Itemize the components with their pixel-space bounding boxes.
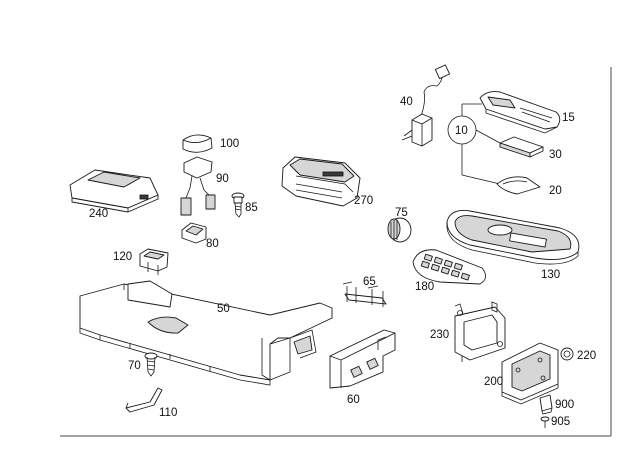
- part-900-drawing: [539, 394, 553, 415]
- part-130-drawing: [446, 210, 580, 265]
- label-270: 270: [354, 195, 373, 207]
- label-220: 220: [577, 350, 596, 362]
- part-220-drawing: [560, 347, 574, 361]
- label-70: 70: [128, 360, 141, 372]
- label-15: 15: [562, 112, 575, 124]
- part-120-drawing: [139, 248, 169, 275]
- part-60-drawing: [329, 329, 396, 389]
- part-50-drawing: [79, 280, 333, 386]
- keypad-keys: [420, 253, 470, 281]
- label-180: 180: [415, 281, 434, 293]
- part-80-drawing: [181, 222, 207, 244]
- part-30-drawing: [499, 136, 544, 158]
- part-200-drawing: [501, 342, 559, 405]
- label-110: 110: [159, 407, 177, 419]
- part-15-drawing: [479, 91, 561, 134]
- label-20: 20: [549, 185, 562, 197]
- part-65-drawing: [342, 281, 387, 307]
- label-905: 905: [551, 416, 570, 428]
- label-60: 60: [347, 394, 360, 406]
- part-270-drawing: [281, 156, 361, 207]
- part-85-drawing: [231, 192, 245, 218]
- label-90: 90: [216, 173, 229, 185]
- label-240: 240: [89, 208, 108, 220]
- part-90-drawing: [180, 156, 216, 216]
- part-75-drawing: [387, 217, 412, 243]
- label-100: 100: [220, 138, 239, 150]
- part-905-drawing: [540, 416, 550, 428]
- label-230: 230: [430, 329, 449, 341]
- label-30: 30: [549, 149, 562, 161]
- part-70-drawing: [144, 352, 158, 377]
- label-130: 130: [541, 269, 560, 281]
- part-100-drawing: [182, 134, 213, 153]
- label-900: 900: [555, 399, 574, 411]
- label-65: 65: [363, 276, 376, 288]
- part-20-drawing: [496, 176, 541, 195]
- part-230-drawing: [454, 301, 506, 362]
- part-180-drawing: [412, 249, 486, 285]
- label-85: 85: [245, 202, 258, 214]
- label-50: 50: [217, 303, 230, 315]
- part-110-drawing: [125, 387, 163, 413]
- label-80: 80: [206, 238, 219, 250]
- label-75: 75: [395, 207, 408, 219]
- callout-10-leaders: [447, 103, 501, 185]
- part-240-drawing: [69, 169, 159, 213]
- label-10: 10: [455, 125, 468, 137]
- label-120: 120: [113, 251, 132, 263]
- label-200: 200: [484, 376, 503, 388]
- part-40-drawing: [401, 64, 451, 147]
- part-labels: 15 20 30 40 10 50 60 65 70 75 80 85 90 1…: [89, 96, 596, 428]
- label-40: 40: [400, 96, 413, 108]
